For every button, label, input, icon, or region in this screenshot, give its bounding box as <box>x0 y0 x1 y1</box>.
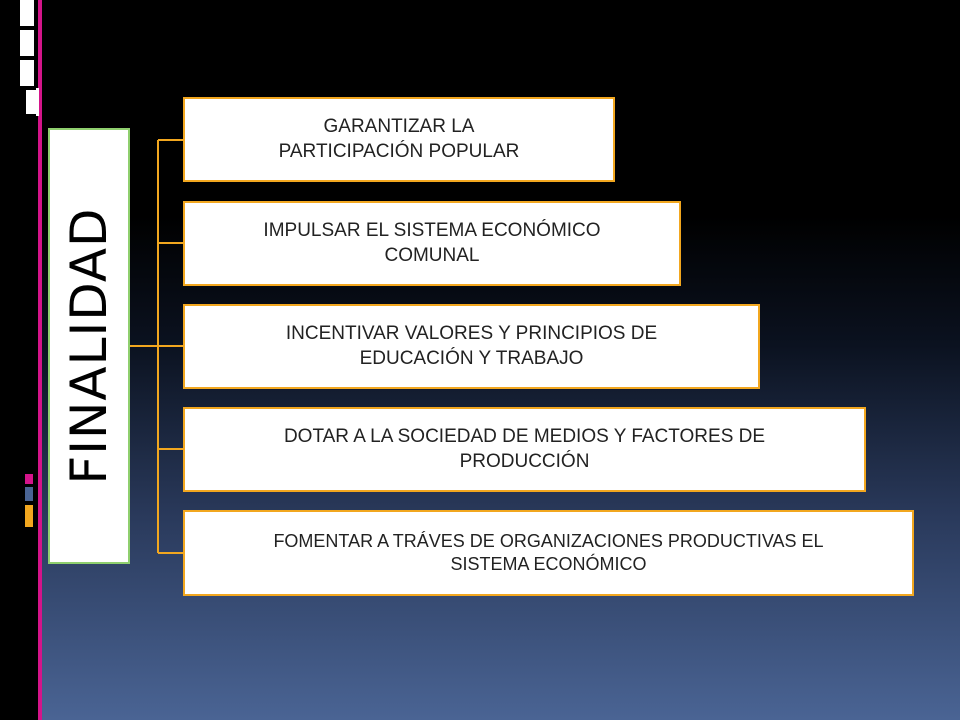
item-text-line: PARTICIPACIÓN POPULAR <box>278 140 520 162</box>
item-box-1: GARANTIZAR LA PARTICIPACIÓN POPULAR <box>183 97 615 182</box>
item-text-line: IMPULSAR EL SISTEMA ECONÓMICO <box>263 219 601 241</box>
accent-square <box>25 487 33 501</box>
item-text-line: SISTEMA ECONÓMICO <box>450 554 647 574</box>
item-box-5: FOMENTAR A TRÁVES DE ORGANIZACIONES PROD… <box>183 510 914 596</box>
item-text-line: FOMENTAR A TRÁVES DE ORGANIZACIONES PROD… <box>273 530 824 551</box>
item-text-line: INCENTIVAR VALORES Y PRINCIPIOS DE <box>285 322 658 344</box>
root-node: FINALIDAD <box>48 128 130 564</box>
accent-square <box>25 474 33 484</box>
item-text-line: PRODUCCIÓN <box>459 450 590 472</box>
left-strip <box>0 0 38 720</box>
item-box-3: INCENTIVAR VALORES Y PRINCIPIOS DE EDUCA… <box>183 304 760 389</box>
accent-square <box>25 505 33 527</box>
item-text-line: DOTAR A LA SOCIEDAD DE MEDIOS Y FACTORES… <box>283 425 766 447</box>
corner-decoration <box>20 0 39 116</box>
item-text-line: EDUCACIÓN Y TRABAJO <box>359 347 584 369</box>
item-text-line: GARANTIZAR LA <box>323 115 475 137</box>
item-box-2: IMPULSAR EL SISTEMA ECONÓMICO COMUNAL <box>183 201 681 286</box>
root-label: FINALIDAD <box>60 207 118 485</box>
item-box-4: DOTAR A LA SOCIEDAD DE MEDIOS Y FACTORES… <box>183 407 866 492</box>
accent-line <box>38 0 42 720</box>
item-text-line: COMUNAL <box>384 244 480 266</box>
